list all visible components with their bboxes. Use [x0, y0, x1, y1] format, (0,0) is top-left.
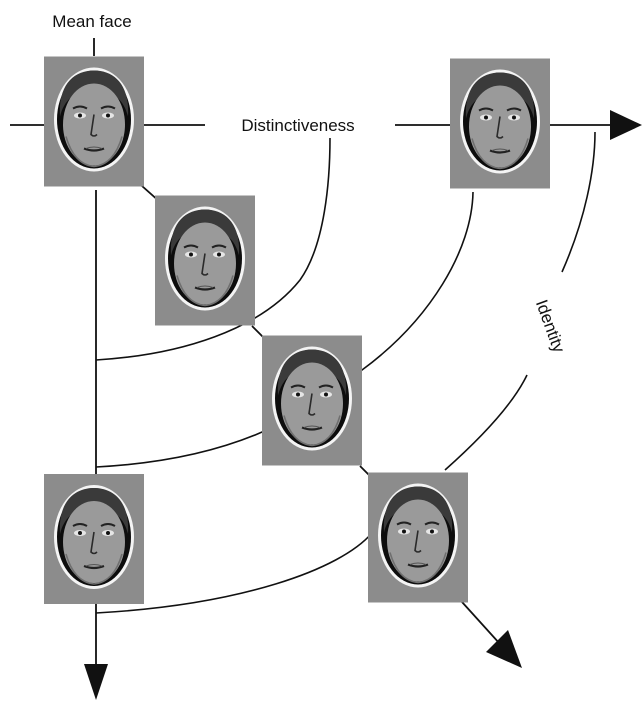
down-arrowhead — [84, 664, 108, 700]
face-card-identity-top — [450, 58, 550, 189]
right-arrowhead — [610, 110, 642, 140]
arc-4-upper — [561, 131, 596, 273]
face-card-identity-bottom-left — [44, 472, 144, 606]
diagonal-arrowhead — [486, 630, 522, 668]
identity-label: Identity — [532, 297, 569, 355]
arc-4-lower — [444, 374, 528, 471]
diagonal-axis-end — [461, 601, 501, 645]
distinctiveness-label: Distinctiveness — [241, 116, 354, 135]
face-card-distinct-1 — [155, 195, 255, 326]
arc-3 — [95, 532, 373, 614]
arc-1 — [95, 137, 331, 361]
face-card-distinct-3 — [368, 472, 468, 603]
mean-face-label: Mean face — [52, 12, 131, 31]
face-card-mean — [44, 56, 144, 187]
face-card-distinct-2 — [262, 335, 362, 466]
